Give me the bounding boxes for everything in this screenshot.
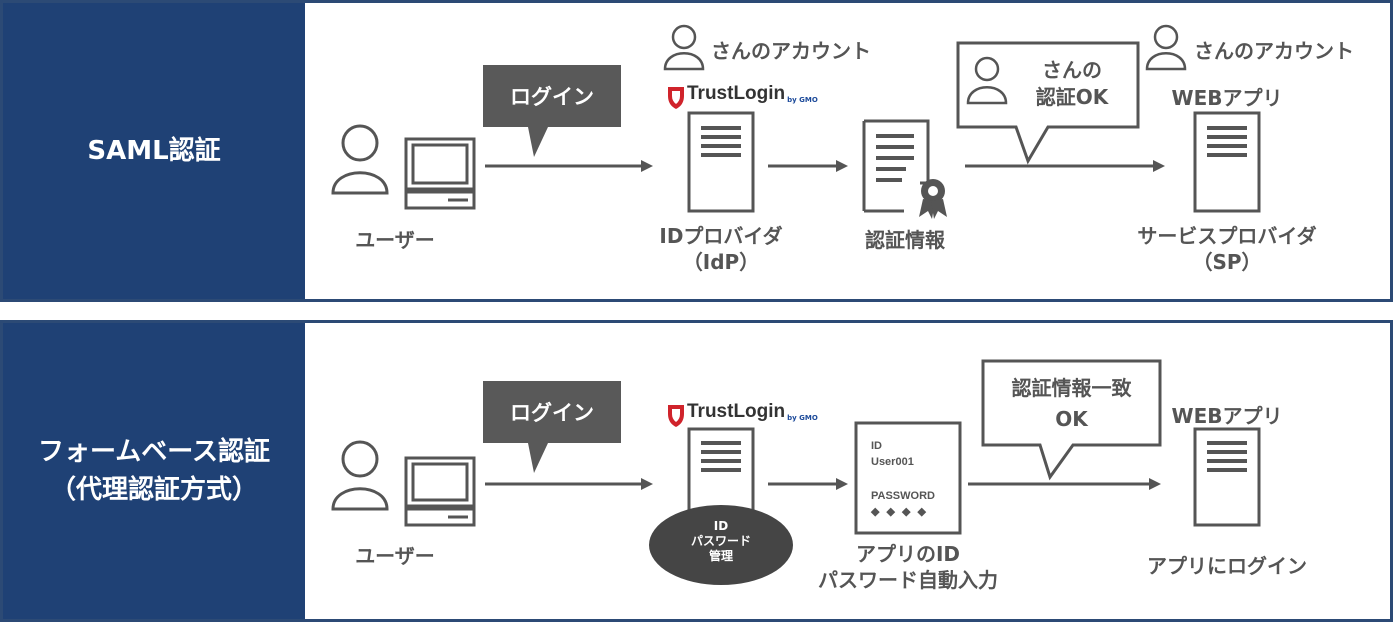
- ok-bubble-line2: 認証OK: [1035, 85, 1109, 109]
- trustlogin-logo: TrustLogin by GMO: [687, 83, 818, 105]
- idp-account-icon: [663, 24, 705, 71]
- saml-title: SAML認証: [87, 136, 221, 166]
- sp-account-label: さんのアカウント: [1194, 39, 1354, 63]
- ok-bubble: [956, 41, 1140, 165]
- form-arrow-to-doc: [768, 478, 848, 490]
- form-panel-label: フォームベース認証 （代理認証方式）: [3, 323, 305, 619]
- sp-webapp-label: WEBアプリ: [1171, 86, 1283, 110]
- computer-icon: [404, 137, 476, 210]
- ok-bubble-line1: さんの: [1042, 58, 1102, 82]
- idp-server-icon: [687, 111, 755, 213]
- trustlogin-logo-by: by GMO: [787, 96, 818, 104]
- form-panel: フォームベース認証 （代理認証方式）: [0, 320, 1393, 622]
- form-user-icon: [331, 440, 389, 511]
- sp-account-icon: [1145, 24, 1187, 71]
- app-login-label: アプリにログイン: [1147, 554, 1307, 578]
- sp-label-line1: サービスプロバイダ: [1137, 224, 1317, 248]
- arrow-user-to-idp: [485, 160, 653, 172]
- form-diagram-graphics: [331, 359, 1261, 585]
- trustlogin-shield-icon: [668, 87, 684, 109]
- credential-vault-text: ID パスワード 管理: [651, 519, 791, 564]
- saml-panel: SAML認証: [0, 0, 1393, 302]
- ok-bubble-person-icon: [966, 56, 1008, 105]
- autofill-label: アプリのID パスワード自動入力: [803, 541, 1013, 593]
- match-bubble-text: 認証情報一致 OK: [983, 373, 1160, 435]
- trustlogin-logo-name: TrustLogin: [687, 83, 786, 104]
- cert-label: 認証情報: [865, 228, 945, 252]
- form-arrow-doc-to-app: [968, 478, 1161, 490]
- autofill-line2: パスワード自動入力: [818, 568, 998, 592]
- idp-label: IDプロバイダ （IdP）: [638, 223, 804, 275]
- doc-password-label: PASSWORD: [871, 490, 935, 502]
- form-trustlogin-logo-by: by GMO: [787, 414, 818, 422]
- match-bubble-line1: 認証情報一致: [1011, 376, 1132, 400]
- oval-line3: 管理: [708, 549, 733, 563]
- form-webapp-label: WEBアプリ: [1171, 404, 1283, 428]
- doc-password-value: ◆ ◆ ◆ ◆: [871, 506, 929, 518]
- arrow-cert-to-sp: [965, 160, 1165, 172]
- form-arrow-user-to-idp: [485, 478, 653, 490]
- oval-line2: パスワード: [690, 534, 751, 548]
- saml-panel-label: SAML認証: [3, 3, 305, 299]
- sp-server-icon: [1193, 111, 1261, 213]
- form-title-line1: フォームベース認証: [38, 437, 270, 467]
- form-computer-icon: [404, 456, 476, 527]
- form-trustlogin-logo: TrustLogin by GMO: [687, 401, 818, 423]
- form-trustlogin-shield-icon: [668, 405, 684, 427]
- saml-diagram-graphics: [331, 24, 1261, 219]
- form-diagram: ログイン TrustLogin by GMO ID パスワード 管理 ID Us…: [308, 323, 1390, 619]
- arrow-idp-to-cert: [768, 160, 848, 172]
- certificate-icon: [862, 119, 947, 219]
- sp-label-line2: （SP）: [1192, 250, 1262, 274]
- doc-id-value: User001: [871, 456, 914, 468]
- login-bubble-text: ログイン: [510, 85, 594, 109]
- form-login-bubble: [483, 381, 621, 473]
- credential-document-icon: [854, 421, 962, 535]
- idp-account-label: さんのアカウント: [711, 39, 871, 63]
- form-app-server-icon: [1193, 427, 1261, 527]
- saml-diagram: ログイン TrustLogin by GMO さんのアカウント さんのアカウント…: [308, 3, 1390, 299]
- idp-label-line1: IDプロバイダ: [659, 224, 783, 248]
- login-bubble: [483, 65, 621, 157]
- match-bubble: [981, 359, 1162, 481]
- doc-id-label: ID: [871, 440, 882, 452]
- form-trustlogin-logo-name: TrustLogin: [687, 401, 786, 422]
- idp-label-line2: （IdP）: [682, 250, 760, 274]
- form-user-label: ユーザー: [355, 544, 435, 568]
- ok-bubble-text: さんの 認証OK: [1012, 57, 1132, 111]
- match-bubble-line2: OK: [1055, 407, 1088, 431]
- form-login-bubble-text: ログイン: [510, 401, 594, 425]
- oval-line1: ID: [713, 519, 729, 533]
- form-title-line2: （代理認証方式）: [49, 475, 258, 505]
- user-icon: [331, 124, 389, 195]
- autofill-line1: アプリのID: [855, 542, 961, 566]
- user-label: ユーザー: [355, 228, 435, 252]
- credential-vault-oval: [649, 505, 793, 585]
- sp-label: サービスプロバイダ （SP）: [1108, 223, 1346, 275]
